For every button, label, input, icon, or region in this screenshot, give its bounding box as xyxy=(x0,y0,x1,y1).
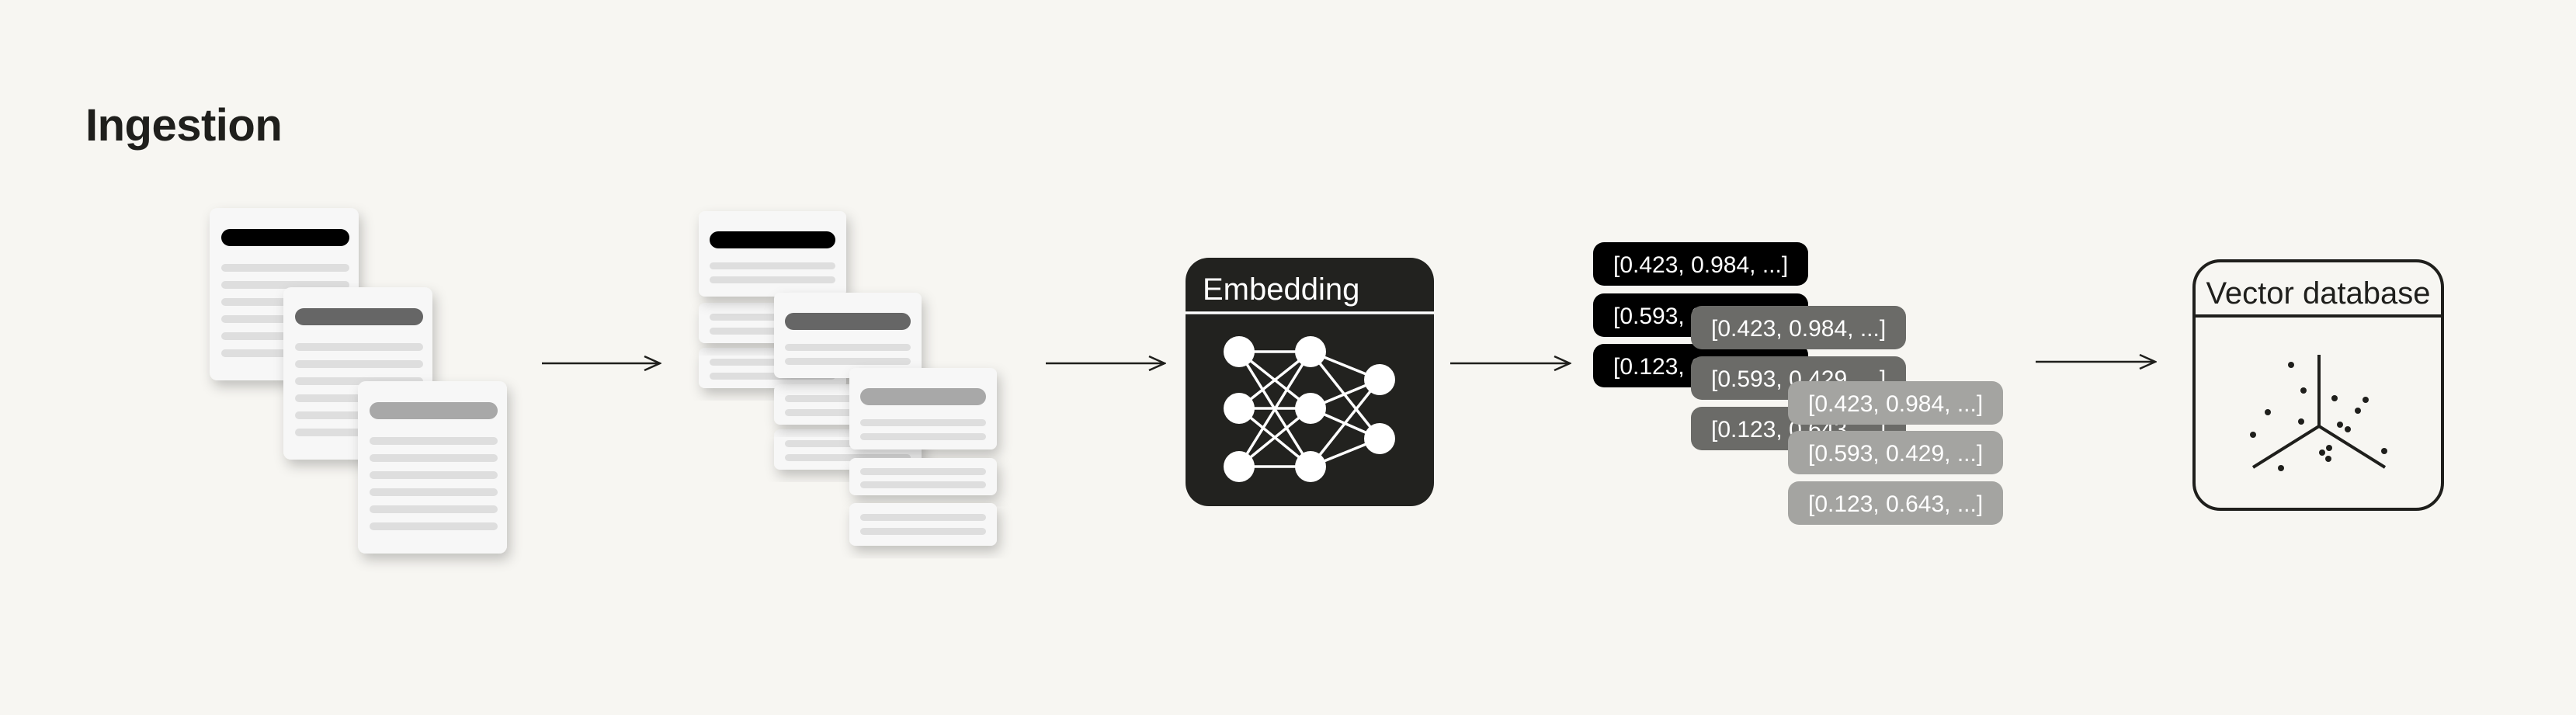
vector-card-2-1: [0.423, 0.984, ...] xyxy=(1691,306,1906,349)
document-3 xyxy=(358,381,507,554)
svg-text:[0.423, 0.984, ...]: [0.423, 0.984, ...] xyxy=(1711,316,1886,342)
vector-database-box: Vector database xyxy=(2192,259,2444,511)
documents-group xyxy=(210,208,507,554)
vector-card-3-2: [0.593, 0.429, ...] xyxy=(1788,431,2003,474)
chunk-stack-3 xyxy=(849,368,997,546)
svg-text:[0.593, 0.429, ...]: [0.593, 0.429, ...] xyxy=(1808,441,1983,467)
embedding-label: Embedding xyxy=(1203,272,1359,307)
vector-space-icon xyxy=(2250,355,2387,471)
svg-text:[0.123, 0.643, ...]: [0.123, 0.643, ...] xyxy=(1808,491,1983,517)
page-title: Ingestion xyxy=(85,100,283,151)
vectors-group: [0.423, 0.984, ...] [0.593, 0.429, ...] … xyxy=(1593,242,2003,525)
svg-text:[0.423, 0.984, ...]: [0.423, 0.984, ...] xyxy=(1808,391,1983,417)
embedding-box: Embedding xyxy=(1186,258,1434,506)
vector-card-3-3: [0.123, 0.643, ...] xyxy=(1788,481,2003,525)
neural-network-icon xyxy=(1224,336,1395,482)
vector-card-1-1: [0.423, 0.984, ...] xyxy=(1593,242,1808,286)
vector-database-label: Vector database xyxy=(2206,276,2430,311)
chunks-group xyxy=(699,211,997,546)
vector-card-3-1: [0.423, 0.984, ...] xyxy=(1788,381,2003,425)
svg-text:[0.423, 0.984, ...]: [0.423, 0.984, ...] xyxy=(1613,252,1788,278)
